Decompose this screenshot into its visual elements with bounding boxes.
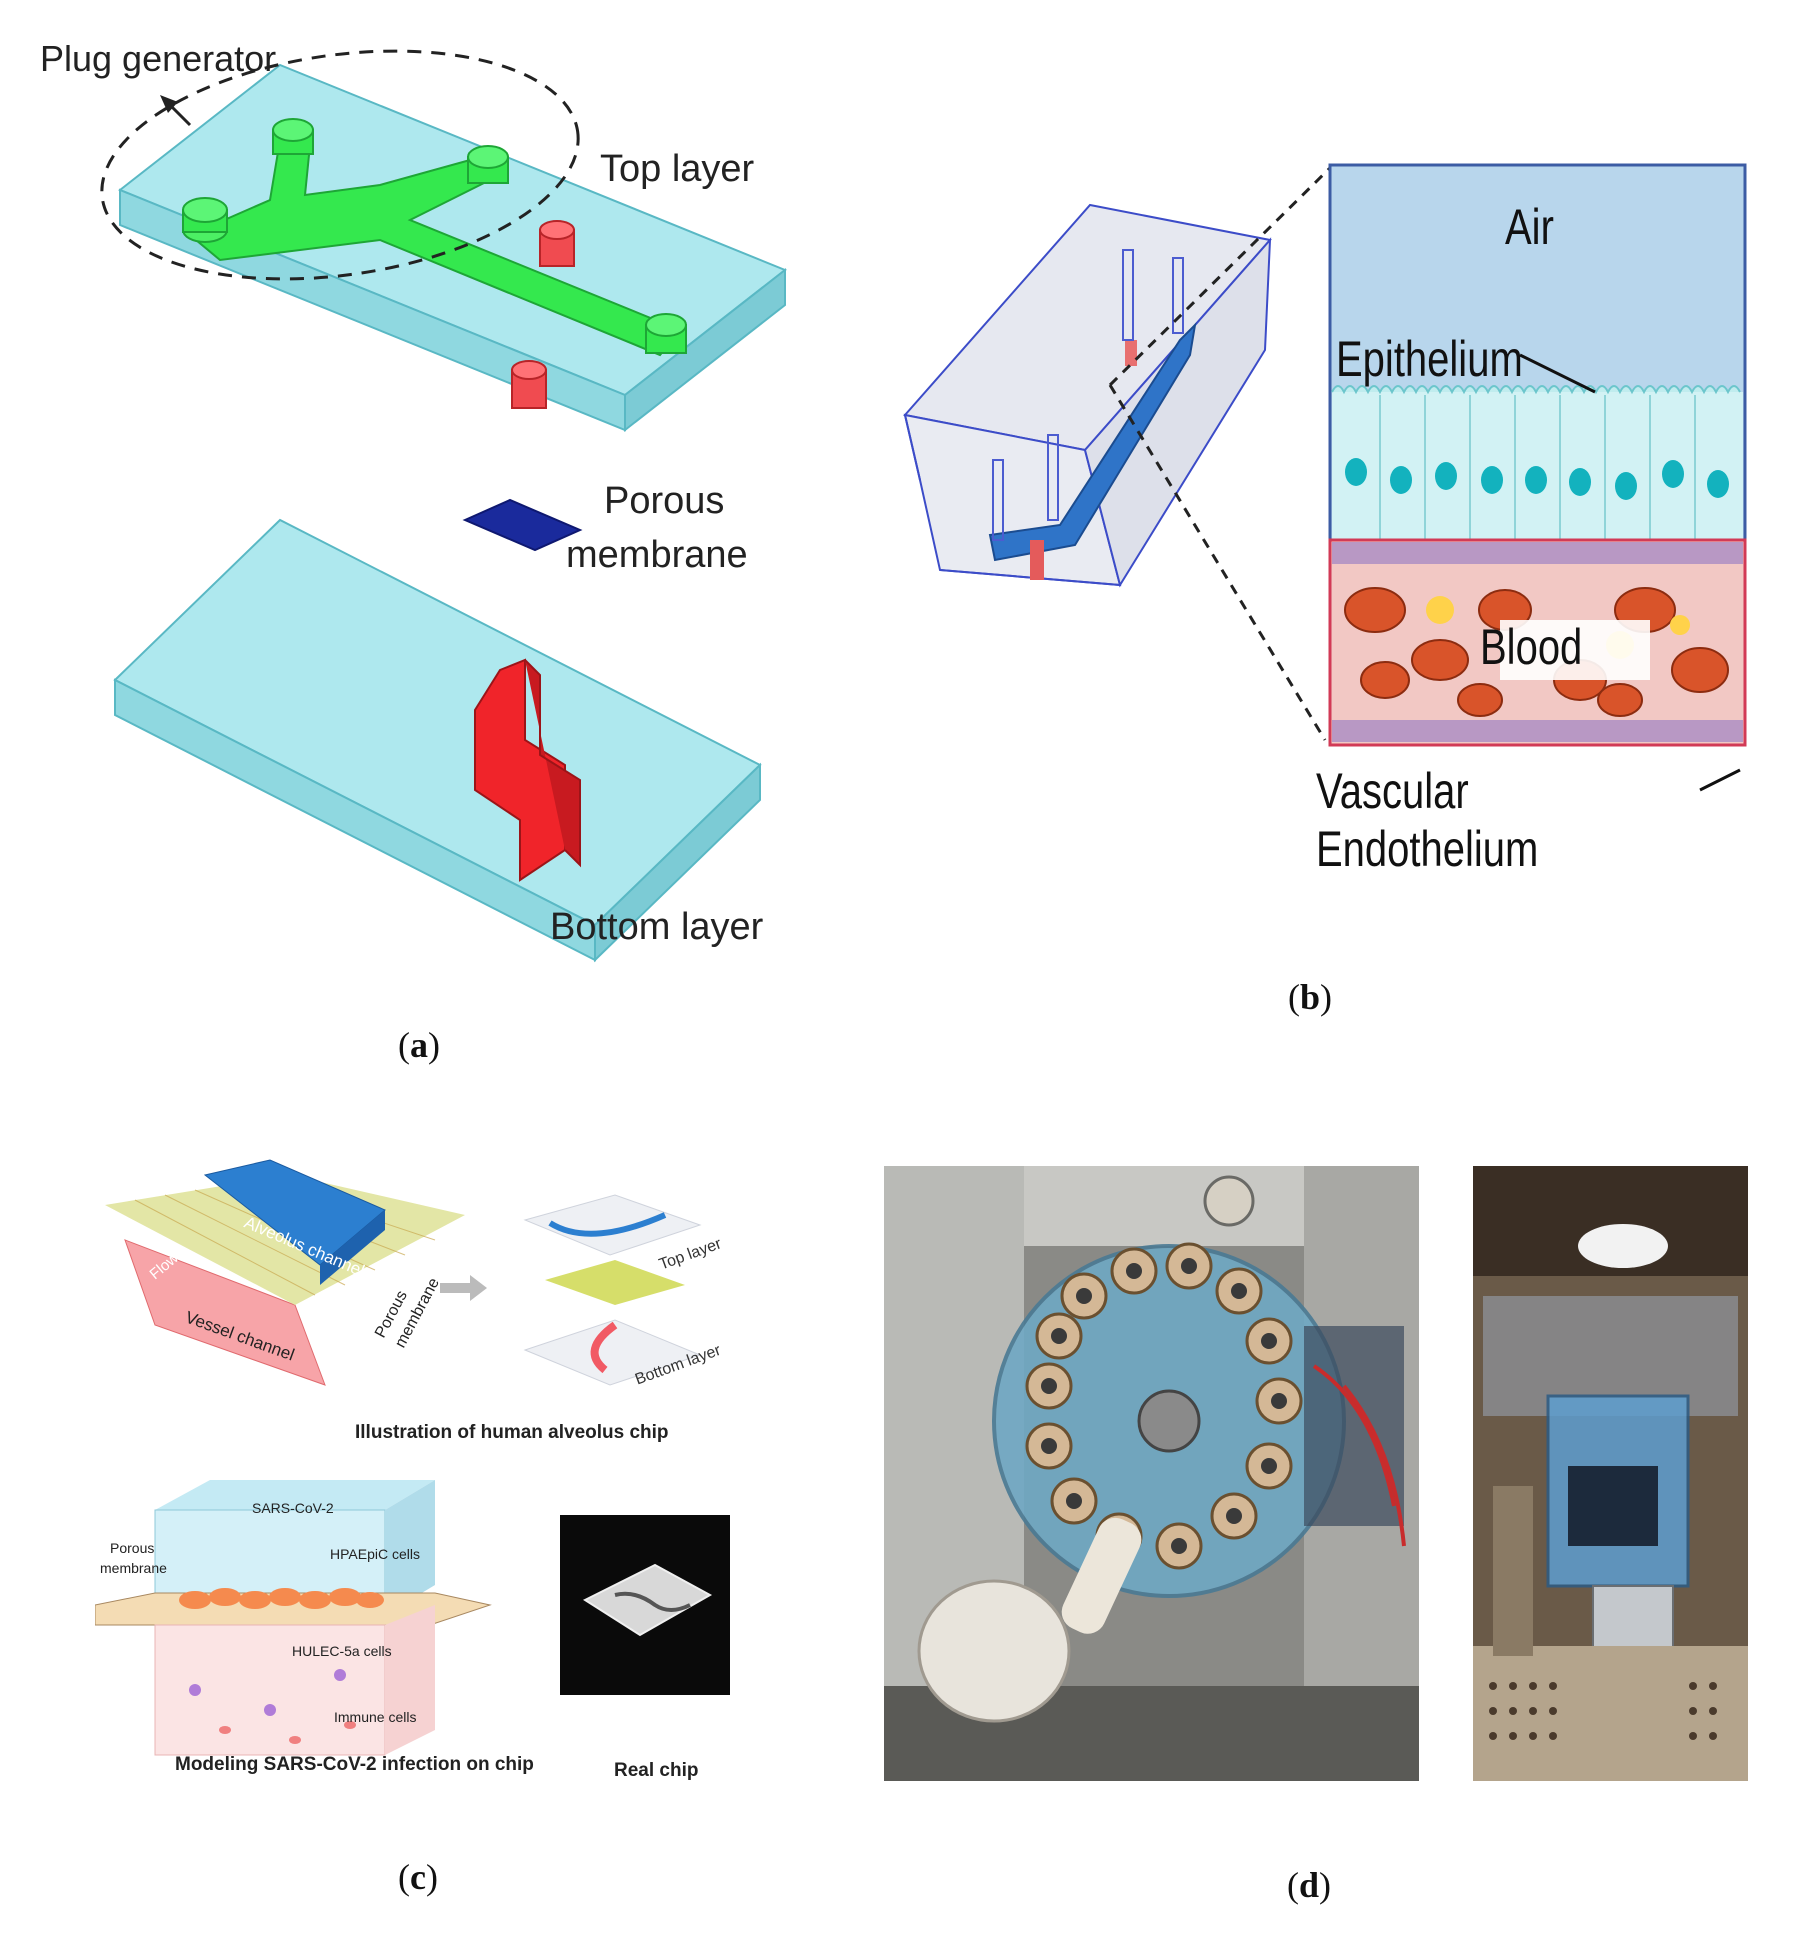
hpaepic-cells (179, 1588, 384, 1609)
label-immune: Immune cells (334, 1709, 417, 1725)
label-porous-side-2: membrane (100, 1560, 167, 1576)
inlet-tubes (992, 249, 1184, 541)
label-epithelium: Epithelium (1336, 331, 1523, 387)
epithelium-pointer (1519, 353, 1596, 394)
vascular-pointer (1699, 768, 1741, 792)
label-bottom-layer: Bottom layer (550, 906, 764, 948)
label-porous-side-1: Porous (110, 1540, 155, 1556)
plug-generator-arrowhead (160, 95, 178, 113)
label-porous: Porous (604, 480, 725, 522)
label-illustration: Illustration of human alveolus chip (355, 1422, 669, 1443)
immune-cells (189, 1669, 346, 1716)
epithelium-cells (1331, 385, 1743, 544)
pump-head (917, 1579, 1071, 1723)
label-air: Air (1505, 199, 1554, 255)
explode-arrow (440, 1275, 487, 1301)
red-ports (511, 220, 575, 409)
panel-d-photo-left (884, 1166, 1419, 1781)
bottom-layer-slab (113, 518, 762, 963)
label-real-chip: Real chip (614, 1760, 699, 1781)
label-blood: Blood (1480, 619, 1583, 675)
exploded-top-channel (548, 1212, 667, 1237)
blue-epithelial-channel (988, 322, 1197, 562)
label-membrane: membrane (566, 534, 748, 576)
label-plug-generator: Plug generator (40, 38, 277, 79)
label-vascular-endothelium: Vascular Endothelium (1316, 763, 1539, 877)
incubator-lamp (1578, 1224, 1668, 1268)
green-plug-channel (182, 118, 687, 357)
panel-c-diagram (95, 1159, 730, 1756)
plug-generator-arrow (168, 103, 192, 127)
panel-d-photo-right (1473, 1166, 1748, 1781)
label-sars: SARS-CoV-2 (252, 1500, 334, 1516)
label-top-layer: Top layer (600, 148, 755, 190)
chip-box-outline (903, 203, 1272, 588)
exploded-bottom-channel (590, 1321, 618, 1374)
caption-d: (d) (1287, 1865, 1332, 1905)
zoom-line-top (1108, 166, 1332, 387)
label-modeling: Modeling SARS-CoV-2 infection on chip (175, 1754, 534, 1775)
panel-b-diagram (903, 163, 1747, 792)
label-hpaepic: HPAEpiC cells (330, 1546, 420, 1562)
upper-chamber (155, 1480, 435, 1510)
caption-b: (b) (1288, 977, 1333, 1017)
zoom-line-bottom (1108, 384, 1327, 741)
porous-membrane-shape (462, 498, 583, 552)
vessel-channel-shape (124, 1239, 326, 1386)
caption-a: (a) (398, 1025, 440, 1065)
red-bottom-channel (474, 658, 566, 882)
panel-a-diagram (100, 49, 787, 963)
label-hulec: HULEC-5a cells (292, 1643, 392, 1659)
plug-generator-outline (100, 49, 580, 281)
red-vessel-port (1030, 540, 1044, 580)
caption-c: (c) (398, 1857, 438, 1897)
